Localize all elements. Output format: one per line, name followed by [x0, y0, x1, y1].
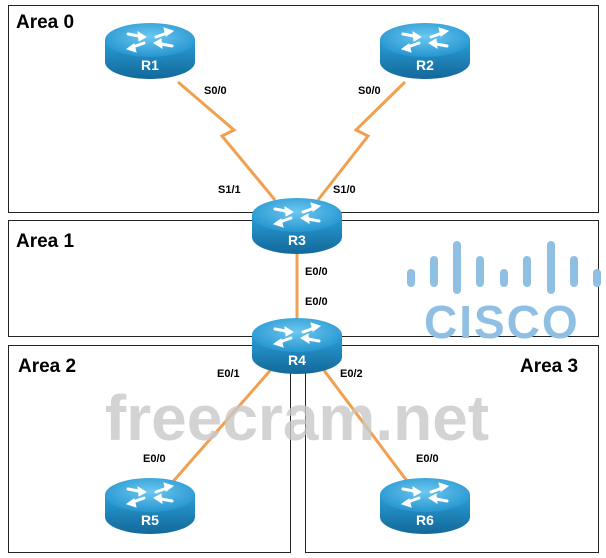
interface-label-r3-e00: E0/0	[305, 266, 328, 278]
link-r4-r5	[168, 364, 277, 486]
router-label: R3	[288, 232, 306, 248]
link-r4-r6	[318, 364, 412, 486]
router-label: R6	[416, 512, 434, 528]
router-r1[interactable]: R1	[103, 21, 197, 81]
watermark: freecram.net	[105, 382, 489, 454]
area-2-box: Area 2	[8, 345, 291, 553]
router-r4[interactable]: R4	[250, 316, 344, 376]
links	[168, 80, 412, 486]
link-r2-r3	[316, 80, 407, 201]
interface-label-r4-e00: E0/0	[305, 296, 328, 308]
router-r6[interactable]: R6	[378, 476, 472, 536]
interface-label-r3-s11: S1/1	[218, 184, 241, 196]
router-r3[interactable]: R3	[250, 196, 344, 256]
router-r2[interactable]: R2	[378, 21, 472, 81]
cisco-logo-text: CISCO	[424, 296, 580, 348]
interface-label-r5-e00: E0/0	[143, 453, 166, 465]
interface-label-r4-e02: E0/2	[340, 368, 363, 380]
link-r1-r3	[177, 80, 277, 201]
interface-label-r4-e01: E0/1	[217, 368, 240, 380]
area-2-label: Area 2	[18, 356, 76, 377]
area-3-label: Area 3	[520, 356, 578, 377]
area-0-label: Area 0	[16, 12, 74, 33]
router-label: R5	[141, 512, 159, 528]
interface-label-r1-s00: S0/0	[204, 85, 227, 97]
interface-label-r3-s10: S1/0	[333, 184, 356, 196]
area-1-label: Area 1	[16, 231, 75, 252]
cisco-logo: CISCO	[407, 241, 601, 348]
area-3-box: Area 3	[305, 345, 599, 553]
router-label: R1	[141, 57, 159, 73]
router-r5[interactable]: R5	[103, 476, 197, 536]
router-label: R4	[288, 352, 306, 368]
router-label: R2	[416, 57, 434, 73]
area-0-box: Area 0	[8, 5, 599, 213]
interface-label-r6-e00: E0/0	[416, 453, 439, 465]
interface-label-r2-s00: S0/0	[358, 85, 381, 97]
